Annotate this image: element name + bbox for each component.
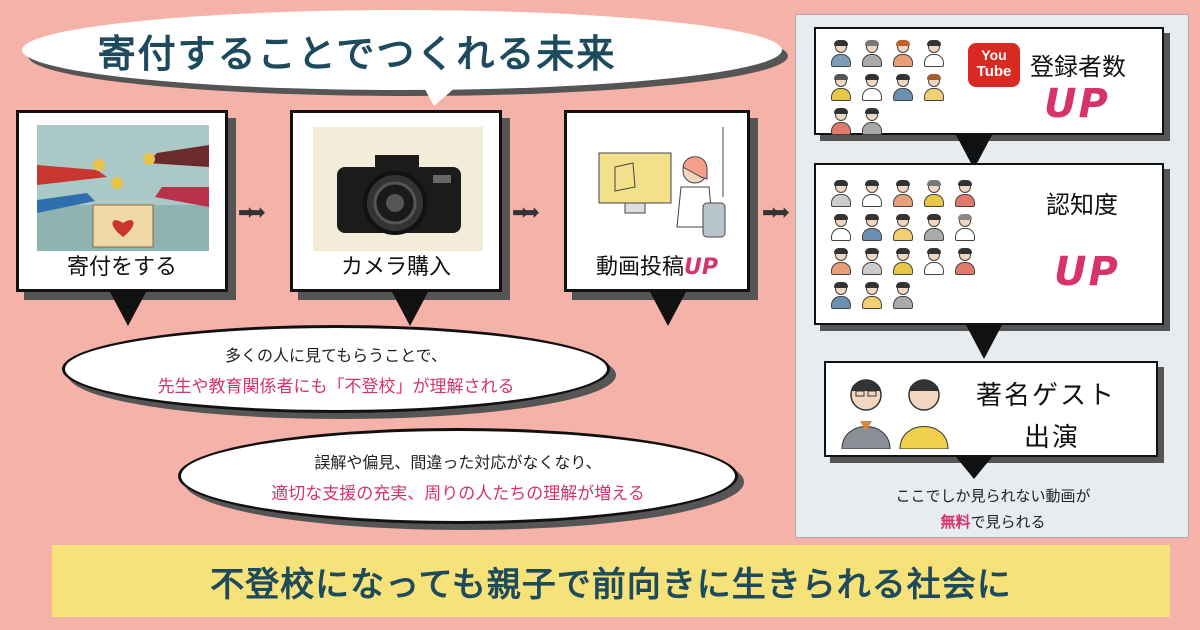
awareness-label: 認知度: [1046, 191, 1118, 219]
subscribers-up: UP: [1044, 81, 1110, 127]
awareness-box: 認知度 UP: [814, 163, 1164, 325]
donation-illustration-icon: [37, 125, 209, 251]
arrow-icon: ➡➡: [762, 200, 789, 224]
awareness-tail: [966, 325, 1002, 359]
cloud-support-line2: 適切な支援の充実、周りの人たちの理解が増える: [271, 483, 645, 504]
arrow-icon: ➡➡: [238, 200, 265, 224]
note-free: 無料: [940, 513, 971, 531]
cloud-support-line1: 誤解や偏見、間違った対応がなくなり、: [314, 452, 602, 472]
step-camera-label: カメラ購入: [340, 255, 451, 280]
subscribers-box: You Tube 登録者数 UP: [814, 27, 1164, 135]
youtube-logo-top: You: [981, 47, 1007, 63]
youtube-logo-icon: You Tube: [968, 43, 1020, 87]
people-group-icon: [828, 39, 962, 141]
arrow-icon: ➡➡: [512, 200, 539, 224]
cloud-support: 誤解や偏見、間違った対応がなくなり、 適切な支援の充実、周りの人たちの理解が増え…: [178, 428, 738, 524]
awareness-up: UP: [1054, 249, 1120, 295]
step-upload-label: 動画投稿UP: [567, 249, 747, 281]
page-title: 寄付することでつくれる未来: [97, 31, 617, 76]
step-donate-tail: [110, 292, 146, 326]
note-line1: ここでしか見られない動画が: [895, 487, 1091, 505]
step-donate: 寄付をする: [16, 110, 228, 292]
bottom-message: 不登校になっても親子で前向きに生きられる社会に: [210, 564, 1012, 605]
video-upload-illustration-icon: [585, 127, 735, 251]
guest-tail: [956, 457, 992, 479]
crowd-icon: [828, 179, 988, 315]
note-line2: 無料で見られる: [796, 511, 1190, 532]
bottom-message-band: 不登校になっても親子で前向きに生きられる社会に: [52, 545, 1170, 617]
cloud-understanding-line2: 先生や教育関係者にも「不登校」が理解される: [157, 376, 515, 397]
step-upload-up: UP: [684, 255, 718, 280]
right-panel: You Tube 登録者数 UP 認知度 UP: [795, 14, 1189, 538]
guest-label-line2: 出演: [1024, 423, 1081, 453]
step-camera: カメラ購入: [290, 110, 502, 292]
step-camera-tail: [392, 292, 428, 326]
step-donate-label: 寄付をする: [66, 255, 177, 280]
step-upload-text: 動画投稿: [595, 255, 684, 280]
title-bubble-tail: [420, 80, 464, 106]
note-rest: で見られる: [970, 513, 1046, 531]
cloud-understanding: 多くの人に見てもらうことで、 先生や教育関係者にも「不登校」が理解される: [62, 325, 610, 413]
guest-portraits-icon: [841, 379, 949, 449]
youtube-logo-bottom: Tube: [976, 63, 1012, 80]
guest-label-line1: 著名ゲスト: [976, 381, 1117, 411]
camera-icon: [313, 127, 483, 251]
cloud-understanding-line1: 多くの人に見てもらうことで、: [224, 345, 448, 365]
subscribers-label: 登録者数: [1030, 53, 1126, 81]
title-bubble: 寄付することでつくれる未来: [22, 10, 782, 90]
step-upload: 動画投稿UP: [564, 110, 750, 292]
guest-box: 著名ゲスト 出演: [824, 361, 1158, 457]
step-upload-tail: [650, 292, 686, 326]
